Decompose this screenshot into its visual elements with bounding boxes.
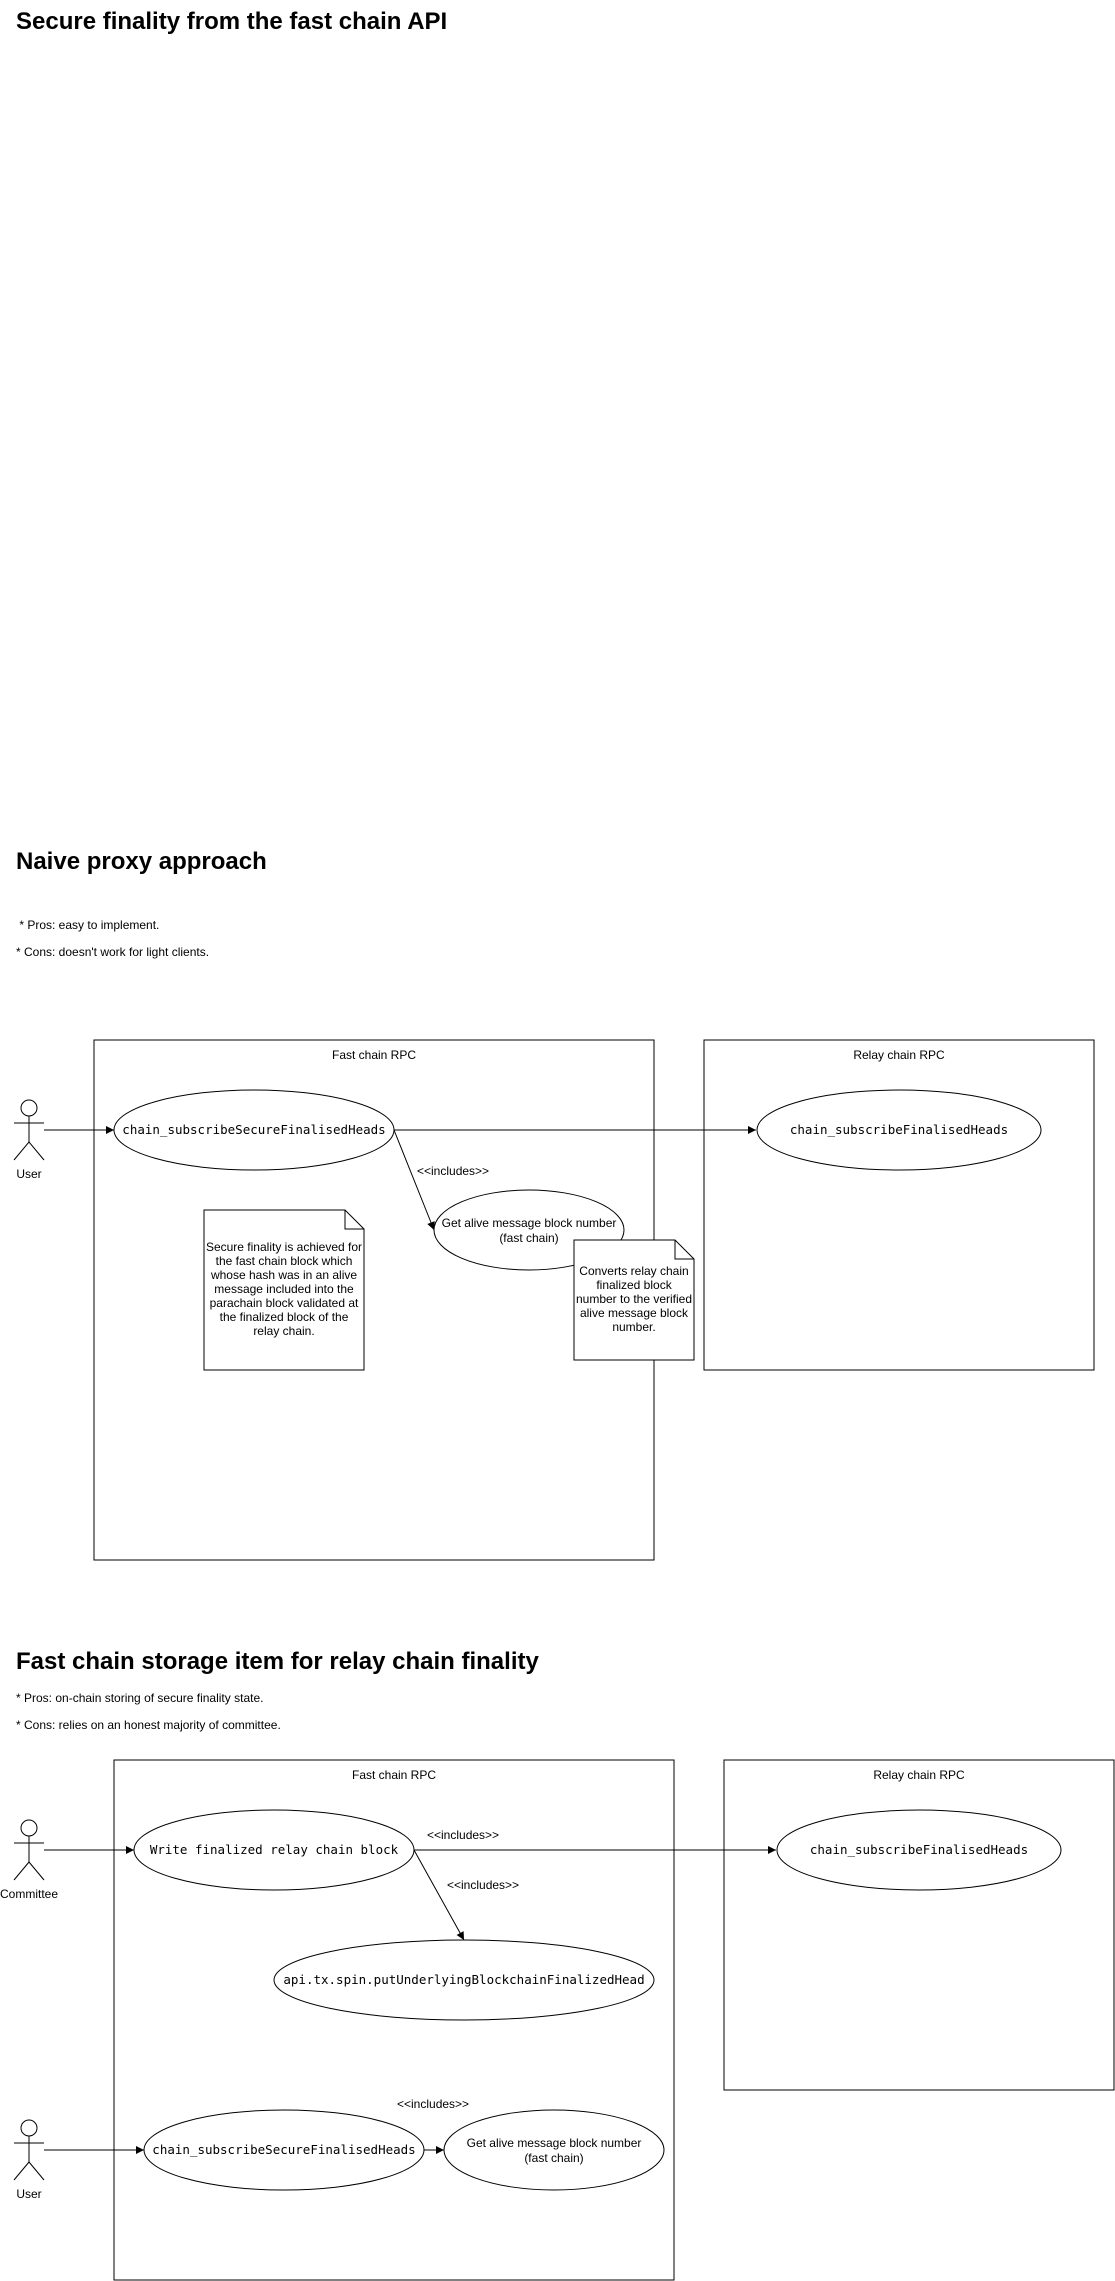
usecase-get-alive-message-line2: (fast chain) [499,1231,558,1245]
fast-chain-rpc-label: Fast chain RPC [332,1048,416,1062]
section2-pros: * Pros: on-chain storing of secure final… [16,1691,263,1705]
usecase-get-alive-message-2-line2: (fast chain) [524,2151,583,2165]
user-actor-label-2: User [16,2187,41,2201]
usecase-get-alive-message-line1: Get alive message block number [442,1216,617,1230]
usecase-write-finalized-label: Write finalized relay chain block [150,1842,399,1857]
section1-cons: * Cons: doesn't work for light clients. [16,945,209,959]
secure-to-alive-arrow [393,1129,435,1231]
note-secure-finality-line1: Secure finality is achieved for [206,1240,362,1254]
note-secure-finality [203,1209,365,1371]
page-title: Secure finality from the fast chain API [16,8,447,35]
includes-label-3: <<includes>> [397,2097,469,2111]
usecase-finalised-heads [756,1089,1042,1171]
note-secure-finality-line5: parachain block validated at [210,1296,359,1310]
user-actor-icon-2 [13,2119,45,2181]
note-secure-finality-line3: whose hash was in an alive [210,1268,357,1282]
note-secure-finality-line6: the finalized block of the [220,1310,349,1324]
fast-chain-rpc-label-2: Fast chain RPC [352,1768,436,1782]
note-converts-line3: number to the verified [576,1292,692,1306]
usecase-get-alive-message-2 [443,2109,665,2191]
usecase-put-finalized-head [273,1939,655,2021]
usecase-secure-finalised-heads-label: chain_subscribeSecureFinalisedHeads [122,1122,385,1137]
usecase-finalised-heads-2 [776,1809,1062,1891]
note-secure-finality-line4: message included into the [214,1282,354,1296]
section2-heading: Fast chain storage item for relay chain … [16,1648,539,1675]
note-converts-line4: alive message block [580,1306,689,1320]
section1-pros: * Pros: easy to implement. [16,918,159,932]
note-secure-finality-line2: the fast chain block which [216,1254,353,1268]
usecase-finalised-heads-2-label: chain_subscribeFinalisedHeads [810,1842,1028,1857]
note-converts-line5: number. [612,1320,655,1334]
includes-label-1: <<includes>> [427,1828,499,1842]
write-to-put-arrow [413,1849,465,1941]
note-converts-line1: Converts relay chain [579,1264,688,1278]
note-converts-relay-chain [573,1239,695,1361]
usecase-secure-finalised-heads-2-label: chain_subscribeSecureFinalisedHeads [152,2142,415,2157]
includes-label-2: <<includes>> [447,1878,519,1892]
section2-cons: * Cons: relies on an honest majority of … [16,1718,281,1732]
relay-chain-rpc-label-2: Relay chain RPC [873,1768,965,1782]
usecase-secure-finalised-heads-2 [143,2109,425,2191]
includes-label: <<includes>> [417,1164,489,1178]
committee-actor-label: Committee [0,1887,58,1901]
usecase-write-finalized [133,1809,415,1891]
user-actor-icon [13,1099,45,1161]
usecase-secure-finalised-heads [113,1089,395,1171]
usecase-get-alive-message-2-line1: Get alive message block number [467,2136,642,2150]
committee-actor-icon [13,1819,45,1881]
section1-heading: Naive proxy approach [16,848,267,875]
note-secure-finality-line7: relay chain. [253,1324,314,1338]
note-converts-line2: finalized block [596,1278,672,1292]
usecase-finalised-heads-label: chain_subscribeFinalisedHeads [790,1122,1008,1137]
relay-chain-rpc-label: Relay chain RPC [853,1048,945,1062]
usecase-put-finalized-head-label: api.tx.spin.putUnderlyingBlockchainFinal… [283,1972,644,1987]
user-actor-label: User [16,1167,41,1181]
